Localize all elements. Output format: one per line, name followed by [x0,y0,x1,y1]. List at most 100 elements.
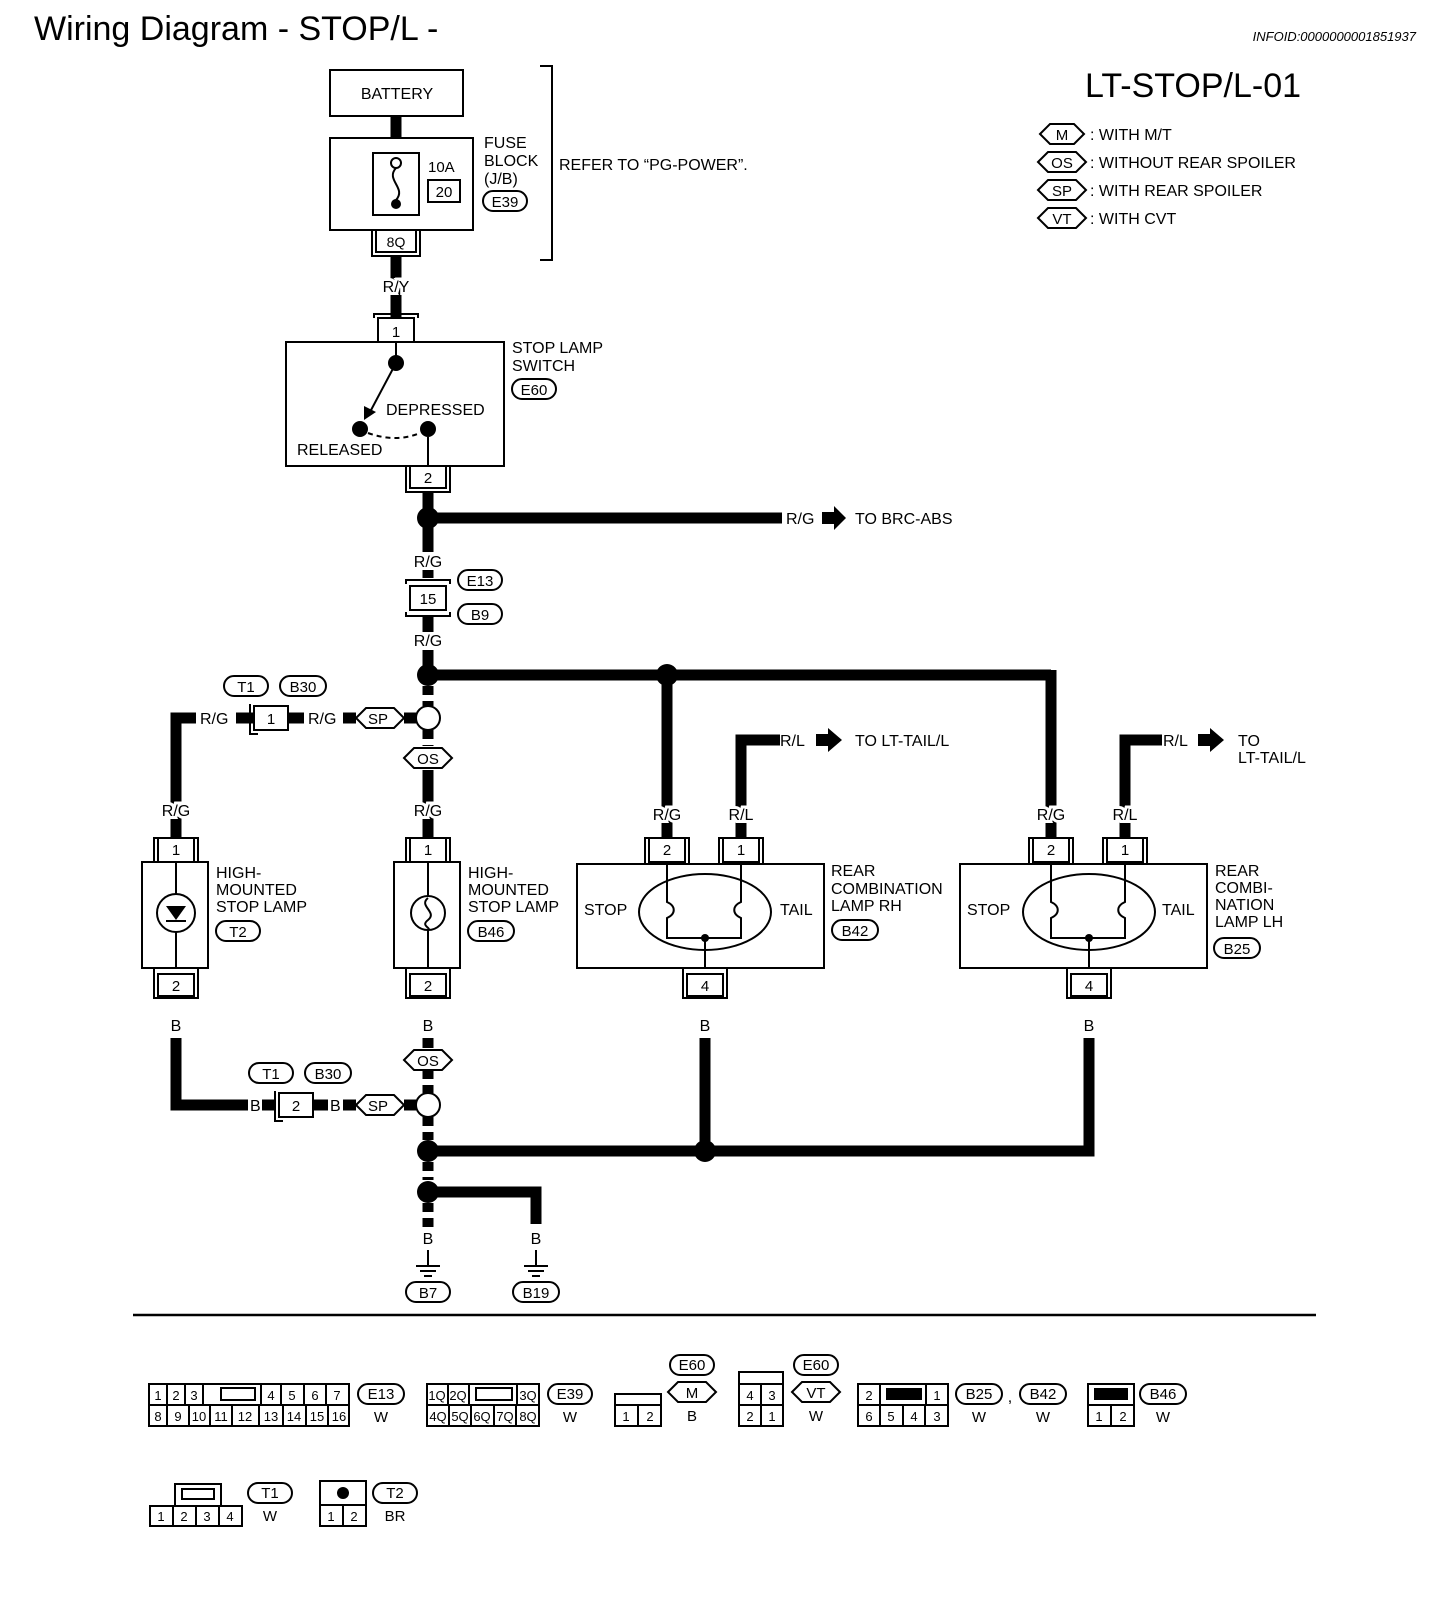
b25-pin-1: 1 [933,1388,940,1403]
t1-view-tag: T1 [261,1485,279,1502]
connector-e60-tag: E60 [521,382,548,399]
e39-pin-6q: 6Q [473,1409,490,1424]
switch-depressed-label: DEPRESSED [386,402,485,419]
t2-label-1: HIGH- [216,865,261,882]
arrow-to-tail-lh [1198,728,1224,752]
e13-pin-7: 7 [333,1388,340,1403]
wire-label-rl-lh: R/L [1163,733,1188,750]
wire-label-rl-lh-2: R/L [1113,807,1138,824]
lh-pin-gnd: 4 [1085,978,1093,995]
b46-label-2: MOUNTED [468,882,549,899]
fuse-terminal: 8Q [387,234,406,250]
wire-label-b-b7: B [423,1231,434,1248]
e60vt-color: W [809,1408,824,1425]
switch-released-label: RELEASED [297,442,382,459]
e60m-variant: M [686,1385,699,1402]
connector-b46-tag: B46 [478,924,505,941]
fuse-block-label-1: FUSE [484,135,527,152]
ground-b7: B7 [405,1250,451,1303]
connector-t1-tag-top: T1 [237,679,255,696]
connector-view-e60-vt: 4 3 2 1 E60 VT W [738,1354,842,1427]
connector-b9-tag: B9 [471,607,489,624]
rh-pin-tail: 1 [737,842,745,859]
e39-pin-1q: 1Q [428,1388,445,1403]
fuse-block-label-3: (J/B) [484,171,518,188]
b25-pin-4: 4 [910,1409,917,1424]
e13-pin-3: 3 [190,1388,197,1403]
fuse-amp: 10A [428,159,455,176]
e13-pin-4: 4 [267,1388,274,1403]
rh-label-2: COMBINATION [831,881,943,898]
wire-label-rg-1: R/G [414,554,442,571]
os-tag-top: OS [417,751,439,768]
connector-t2-tag: T2 [229,924,247,941]
rh-pin-stop: 2 [663,842,671,859]
lh-label-1: REAR [1215,863,1259,880]
power-bracket [540,65,553,261]
wire-label-rg-t2: R/G [162,803,190,820]
wire-label-rg-2: R/G [414,633,442,650]
connector-view-e39: 1Q 2Q 3Q 4Q 5Q 6Q 7Q 8Q E39 W [426,1383,593,1427]
t2-pin-1: 1 [172,842,180,859]
high-mounted-stop-lamp-b46: 1 2 HIGH- MOUNTED STOP LAMP B46 [393,837,559,999]
connector-e13-tag: E13 [467,573,494,590]
ground-b19: B19 [512,1250,560,1303]
battery: BATTERY [329,69,464,117]
battery-label: BATTERY [361,86,434,103]
e13-pin-14: 14 [287,1409,301,1424]
t1-color: W [263,1508,278,1525]
to-lt-tail-rh: TO LT-TAIL/L [855,733,949,750]
e39-pin-4q: 4Q [429,1409,446,1424]
connector-view-b46: 1 2 B46 W [1087,1383,1187,1427]
t2-color: BR [385,1508,406,1525]
t1v-pin-4: 4 [226,1509,233,1524]
t1-pin-1: 1 [267,711,275,728]
e39-color: W [563,1409,578,1426]
e13-pin-15: 15 [310,1409,324,1424]
connector-t1-tag-bottom: T1 [262,1066,280,1083]
refer-note: REFER TO “PG-POWER”. [559,157,748,174]
connector-e39-tag: E39 [492,194,519,211]
b25-pin-3: 3 [933,1409,940,1424]
e13-pin-8: 8 [154,1409,161,1424]
b25-pin-6: 6 [865,1409,872,1424]
b46v-pin-1: 1 [1095,1409,1102,1424]
e39-view-tag: E39 [557,1386,584,1403]
connector-view-b25-b42: 2 1 6 5 4 3 B25 , B42 W W [857,1383,1067,1427]
e60m-color: B [687,1408,697,1425]
inline-pin-15: 15 [420,591,437,608]
connector-b25-tag: B25 [1224,941,1251,958]
wire-label-b-t1-left: B [250,1098,261,1115]
t1v-pin-3: 3 [203,1509,210,1524]
e13-pin-16: 16 [332,1409,346,1424]
wire-label-rg-lh: R/G [1037,807,1065,824]
inline-connector-t1-bottom: 2 T1 B30 [248,1062,352,1122]
connector-b30-tag-top: B30 [290,679,317,696]
legend-text-vt: : WITH CVT [1090,211,1176,228]
rh-label-3: LAMP RH [831,898,902,915]
legend-text-os: : WITHOUT REAR SPOILER [1090,155,1296,172]
b25-color: W [972,1409,987,1426]
b46v-pin-2: 2 [1119,1409,1126,1424]
connector-b42-tag: B42 [842,923,869,940]
arrow-to-tail-rh [816,728,842,752]
b46-label-1: HIGH- [468,865,513,882]
to-lt-tail-lh: LT-TAIL/L [1238,750,1306,767]
t2-label-3: STOP LAMP [216,899,307,916]
wire-label-b-b46: B [423,1018,434,1035]
connector-view-e60-m: 1 2 E60 M B [614,1354,718,1427]
e60m-pin-2: 2 [646,1409,653,1424]
e60vt-pin-2: 2 [746,1409,753,1424]
b46-pin-2: 2 [424,978,432,995]
to-brc-abs: TO BRC-ABS [855,511,953,528]
sp-tag-bottom: SP [368,1098,388,1115]
e13-pin-11: 11 [214,1409,228,1424]
e13-pin-13: 13 [264,1409,278,1424]
e60vt-variant: VT [806,1385,825,1402]
e13-pin-10: 10 [192,1409,206,1424]
wire-label-rl-rh: R/L [780,733,805,750]
legend-code-m: M [1056,127,1069,144]
legend: M : WITH M/T OS : WITHOUT REAR SPOILER S… [1036,123,1296,229]
t2-view-tag: T2 [386,1485,404,1502]
